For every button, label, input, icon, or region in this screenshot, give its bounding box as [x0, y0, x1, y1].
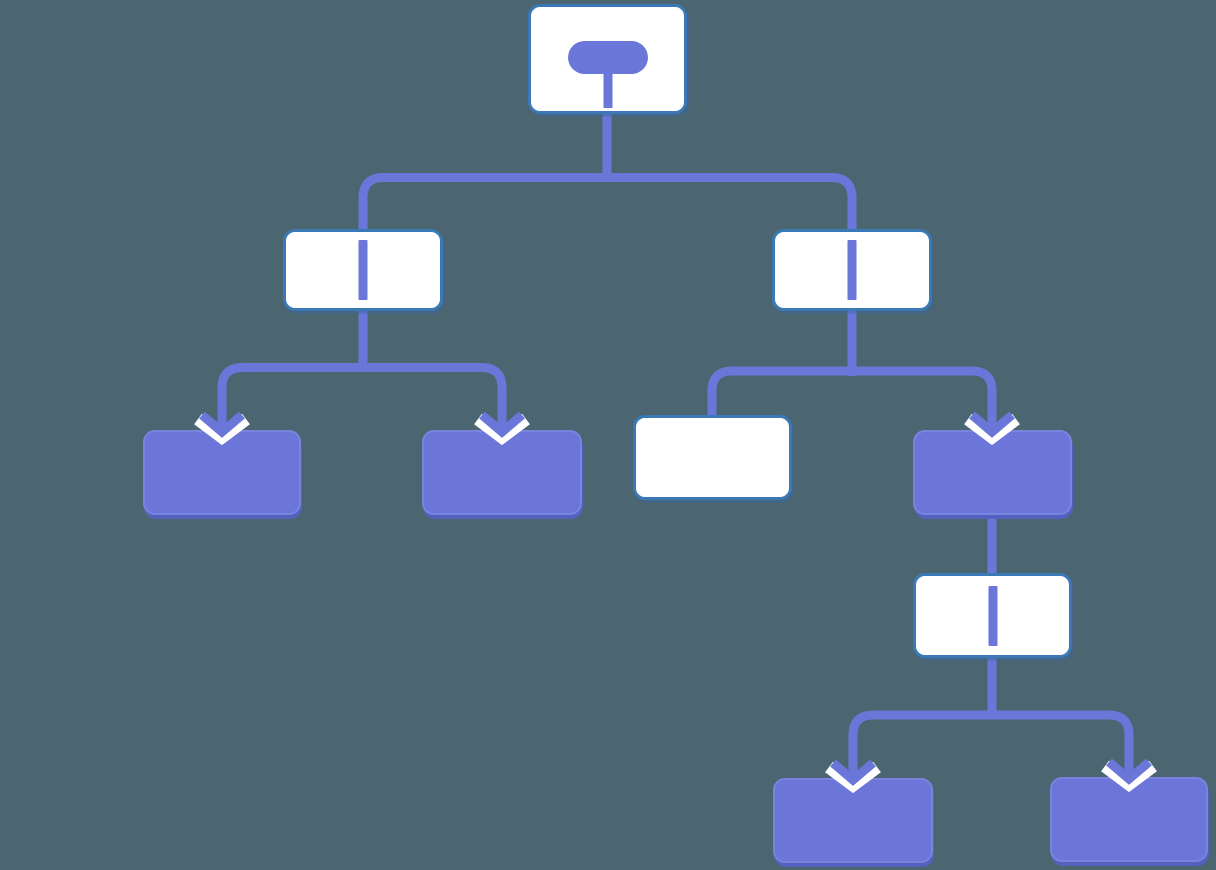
edge-top-branch: [358, 173, 857, 230]
root-pill-icon: [567, 41, 648, 74]
node-root[interactable]: [528, 4, 687, 114]
node-target-2[interactable]: [422, 430, 582, 515]
node-seq-left[interactable]: [283, 229, 443, 311]
node-seq-right[interactable]: [772, 229, 932, 311]
node-seq-bottom[interactable]: [913, 573, 1072, 658]
edge-bottom-branch: [848, 710, 1134, 776]
sequence-divider-icon: [988, 585, 997, 646]
root-pill-stem-icon: [603, 73, 612, 108]
sequence-divider-icon: [358, 240, 368, 300]
node-target-3[interactable]: [913, 430, 1072, 515]
node-plain-1[interactable]: [633, 415, 792, 500]
node-target-4[interactable]: [773, 778, 933, 863]
sequence-divider-icon: [847, 240, 857, 300]
node-target-1[interactable]: [143, 430, 301, 515]
edge-left-branch: [217, 363, 507, 428]
node-target-5[interactable]: [1050, 777, 1208, 862]
